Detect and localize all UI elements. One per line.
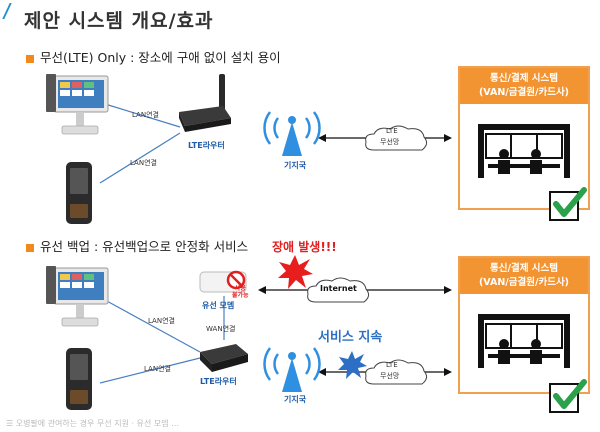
bullet-icon — [26, 54, 34, 63]
arrow-head-right-1 — [444, 134, 452, 142]
check-icon — [549, 187, 587, 221]
check-icon — [549, 379, 587, 413]
arrow-head-left-3 — [318, 368, 326, 376]
lan-label-1: LAN연결 — [132, 111, 159, 119]
lan-line-4 — [99, 357, 201, 384]
payment-system-subtitle-2: (VAN/금결원/카드사) — [478, 277, 570, 288]
lan-label-2: LAN연결 — [130, 159, 157, 167]
payment-system-title-1: 통신/결제 시스템 — [490, 73, 558, 84]
unavailable-label-1: 사용 — [234, 285, 246, 292]
modem-label: 유선 모뎀 — [202, 301, 235, 310]
cloud-label-1a: LTE — [386, 127, 398, 135]
base-station-icon — [263, 347, 321, 392]
lan-line-3 — [104, 299, 201, 353]
arrow-head-left-2 — [258, 286, 266, 294]
payment-system-box-2: 통신/결제 시스템 (VAN/금결원/카드사) — [458, 256, 590, 394]
section2-heading: 유선 백업 : 유선백업으로 안정화 서비스 — [26, 236, 248, 255]
cloud-label-2a: LTE — [386, 361, 398, 369]
payment-system-subtitle-1: (VAN/금결원/카드사) — [478, 87, 570, 98]
payment-system-box-1: 통신/결제 시스템 (VAN/금결원/카드사) — [458, 66, 590, 210]
wired-modem-icon — [199, 270, 247, 293]
arrow-head-left-1 — [318, 134, 326, 142]
wan-label: WAN연결 — [206, 325, 236, 333]
card-terminal-icon — [66, 348, 92, 410]
section2-heading-text: 유선 백업 : 유선백업으로 안정화 서비스 — [40, 239, 249, 254]
lan-line-2 — [99, 132, 181, 184]
payment-system-title-2: 통신/결제 시스템 — [490, 263, 558, 274]
cloud-icon — [365, 125, 428, 151]
base-label-2: 기지국 — [284, 395, 307, 404]
pos-terminal-icon — [46, 74, 109, 135]
lan-label-4: LAN연결 — [144, 365, 171, 373]
card-terminal-icon — [66, 162, 92, 224]
page-title: 제안 시스템 개요/효과 — [24, 10, 214, 32]
unavailable-label-2: 불가능 — [232, 292, 249, 299]
router-label-2: LTE라우터 — [200, 377, 237, 386]
unavailable-label: 사용 불가능 — [232, 285, 249, 299]
section1-heading-text: 무선(LTE) Only : 장소에 구애 없이 설치 용이 — [40, 50, 281, 65]
footer-text: ☰ 오병팔에 관여하는 경우 무선 지원 · 유선 모뎀 … — [6, 419, 180, 428]
internet-cloud-icon — [307, 277, 370, 303]
cloud-label-2b: 무선망 — [380, 372, 400, 380]
base-label-1: 기지국 — [284, 161, 307, 170]
bullet-icon — [26, 243, 34, 252]
office-icon — [478, 314, 570, 368]
router-label-1: LTE라우터 — [188, 141, 225, 150]
service-burst-icon — [338, 351, 367, 379]
internet-label: Internet — [320, 284, 357, 293]
lte-router-icon — [179, 74, 231, 132]
lan-label-3: LAN연결 — [148, 317, 175, 325]
section1-heading: 무선(LTE) Only : 장소에 구애 없이 설치 용이 — [26, 47, 281, 66]
arrow-head-right-2 — [444, 286, 452, 294]
lan-line-1 — [104, 103, 181, 128]
base-station-icon — [263, 111, 321, 156]
service-continue-text: 서비스 지속 — [318, 330, 383, 345]
failure-text: 장애 발생!!! — [272, 240, 337, 254]
cloud-icon — [365, 359, 428, 385]
arrow-head-right-3 — [444, 368, 452, 376]
payment-system-header-2: 통신/결제 시스템 (VAN/금결원/카드사) — [460, 258, 588, 294]
office-icon — [478, 124, 570, 178]
lte-router-icon — [200, 344, 248, 372]
failure-burst-icon — [278, 255, 313, 289]
cloud-label-1b: 무선망 — [380, 138, 400, 146]
pos-terminal-icon — [46, 266, 109, 327]
payment-system-header-1: 통신/결제 시스템 (VAN/금결원/카드사) — [460, 68, 588, 104]
